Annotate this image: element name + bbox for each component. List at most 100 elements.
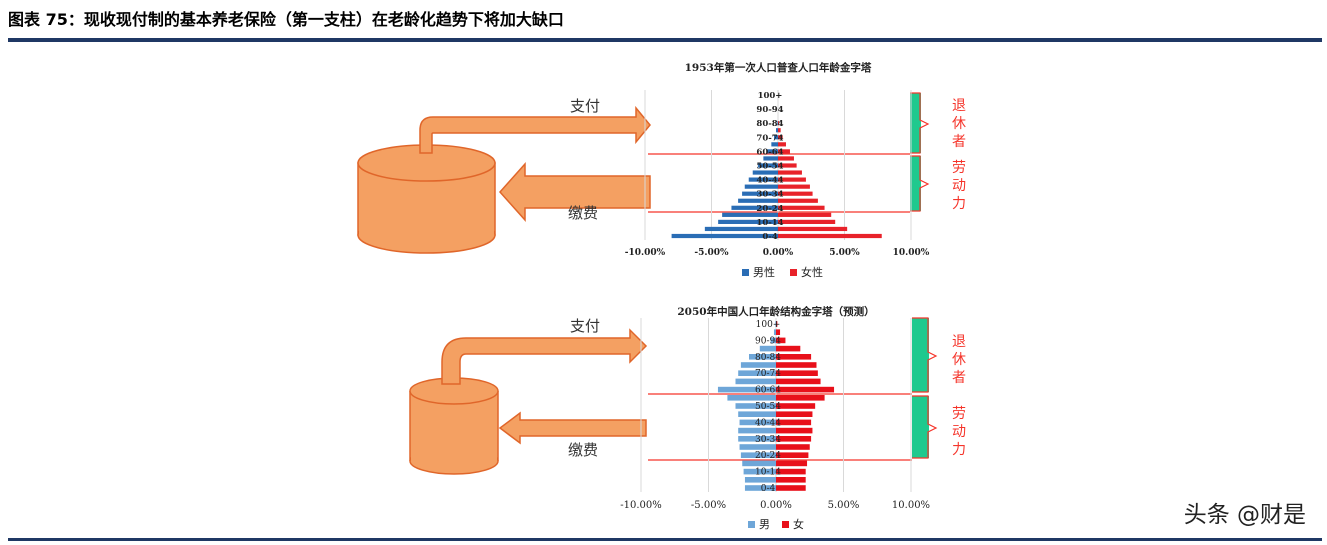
- legend-swatch: [748, 521, 755, 528]
- bar-女-40-44: [776, 419, 812, 426]
- category-label: 70-74: [756, 133, 783, 143]
- bar-男性-35-39: [744, 184, 778, 189]
- bar-女-25-29: [776, 444, 810, 450]
- bar-女性-35-39: [778, 184, 810, 189]
- retiree-label-top: 退休者: [952, 98, 966, 150]
- x-tick-label: -5.00%: [694, 248, 729, 258]
- bar-女-95-99: [776, 329, 781, 335]
- bar-女性-60-64: [778, 149, 790, 154]
- bar-女-80-84: [776, 354, 812, 360]
- bar-男-70-74: [738, 370, 776, 376]
- bar-男性-65-69: [771, 142, 778, 147]
- pyramid-chart-2050: 2050年中国人口年龄结构金字塔（预测）-10.00%-5.00%0.00%5.…: [620, 305, 930, 531]
- category-label: 40-44: [756, 176, 783, 186]
- bar-男-45-49: [738, 411, 776, 417]
- x-tick-label: 10.00%: [892, 500, 930, 511]
- bar-男-95-99: [773, 329, 776, 335]
- category-label: 80-84: [756, 119, 783, 129]
- bar-男-20-24: [740, 452, 776, 458]
- category-label: 70-74: [755, 369, 781, 379]
- category-label: 10-14: [756, 218, 783, 228]
- chart-title: 1953年第一次人口普查人口年龄金字塔: [685, 61, 872, 74]
- bottom-rule: [8, 538, 1322, 541]
- bar-女性-0-4: [778, 233, 882, 239]
- x-tick-label: 0.00%: [763, 248, 794, 258]
- bar-女性-80-84: [778, 121, 780, 126]
- legend-swatch: [782, 521, 789, 528]
- payout-arrow-bottom: [441, 328, 648, 385]
- bar-男-90-94: [770, 337, 776, 344]
- contribution-arrow-bottom: [498, 411, 647, 445]
- labor-bracket-top: [910, 155, 930, 212]
- bar-男-30-34: [738, 436, 776, 442]
- bar-女-5-9: [776, 477, 806, 483]
- watermark: 头条 @财是: [1184, 502, 1306, 528]
- figure-title: 图表 75：现收现付制的基本养老保险（第一支柱）在老龄化趋势下将加大缺口: [8, 10, 564, 29]
- bar-女性-25-29: [778, 198, 818, 203]
- chart-title: 2050年中国人口年龄结构金字塔（预测）: [677, 305, 874, 318]
- bar-男性-75-79: [776, 128, 778, 133]
- legend-label: 男性: [753, 265, 775, 279]
- bar-男性-30-34: [742, 191, 778, 196]
- x-tick-label: -10.00%: [625, 248, 666, 258]
- x-tick-label: 10.00%: [893, 248, 930, 258]
- bar-女-55-59: [776, 395, 825, 401]
- pension-pool-bottom: [409, 377, 499, 475]
- pay-label-top: 支付: [570, 97, 600, 115]
- bar-女-75-79: [776, 362, 817, 368]
- category-label: 40-44: [755, 418, 781, 428]
- bar-男-15-19: [742, 460, 776, 467]
- legend-swatch: [742, 269, 749, 276]
- bar-女-65-69: [776, 378, 821, 385]
- category-label: 10-14: [755, 468, 781, 478]
- category-label: 90-94: [756, 105, 783, 115]
- title-rule: [8, 38, 1322, 42]
- category-label: 60-64: [755, 386, 781, 396]
- bar-女性-55-59: [778, 156, 794, 161]
- bar-女-0-4: [776, 485, 806, 491]
- bar-女-45-49: [776, 411, 813, 417]
- bar-男性-25-29: [738, 198, 778, 203]
- contribution-arrow-top: [498, 162, 651, 222]
- contribute-label-top: 缴费: [568, 204, 598, 222]
- category-label: 100+: [758, 91, 783, 101]
- x-tick-label: 0.00%: [760, 500, 792, 511]
- category-label: 50-54: [755, 402, 781, 412]
- bar-男-10-14: [743, 468, 776, 475]
- category-label: 30-34: [756, 190, 783, 200]
- bar-女性-15-19: [778, 212, 832, 217]
- bar-男性-20-24: [731, 205, 778, 210]
- bar-女性-75-79: [778, 128, 781, 133]
- bar-男-40-44: [739, 419, 776, 426]
- labor-label-top: 劳动力: [952, 160, 966, 212]
- bar-男-85-89: [759, 345, 776, 352]
- bar-女性-40-44: [778, 177, 806, 182]
- bar-男-0-4: [744, 485, 776, 491]
- retiree-bracket-bottom: [912, 317, 938, 393]
- bar-男性-45-49: [752, 170, 778, 175]
- bar-女-10-14: [776, 468, 806, 475]
- bar-女-100+: [776, 321, 778, 327]
- retiree-bracket-top: [910, 92, 930, 154]
- bar-男-80-84: [749, 354, 776, 360]
- bar-男性-15-19: [722, 212, 778, 217]
- pay-label-bottom: 支付: [570, 317, 600, 335]
- bar-女-60-64: [776, 386, 835, 393]
- contribute-label-bottom: 缴费: [568, 441, 598, 459]
- category-label: 20-24: [755, 451, 781, 461]
- category-label: 90-94: [755, 336, 781, 346]
- retiree-label-bottom: 退休者: [952, 334, 966, 386]
- bar-女-35-39: [776, 427, 813, 434]
- bar-男性-50-54: [758, 163, 778, 168]
- category-label: 0-4: [761, 484, 776, 494]
- bar-女性-65-69: [778, 142, 786, 147]
- x-tick-label: -5.00%: [691, 500, 726, 511]
- bar-男性-10-14: [718, 219, 778, 224]
- x-tick-label: 5.00%: [829, 248, 860, 258]
- bar-男性-70-74: [774, 135, 778, 140]
- pension-pool-top: [357, 144, 496, 254]
- labor-label-bottom: 劳动力: [952, 406, 966, 458]
- bar-女性-50-54: [778, 163, 797, 168]
- bar-男性-80-84: [777, 121, 778, 126]
- bar-女性-30-34: [778, 191, 813, 196]
